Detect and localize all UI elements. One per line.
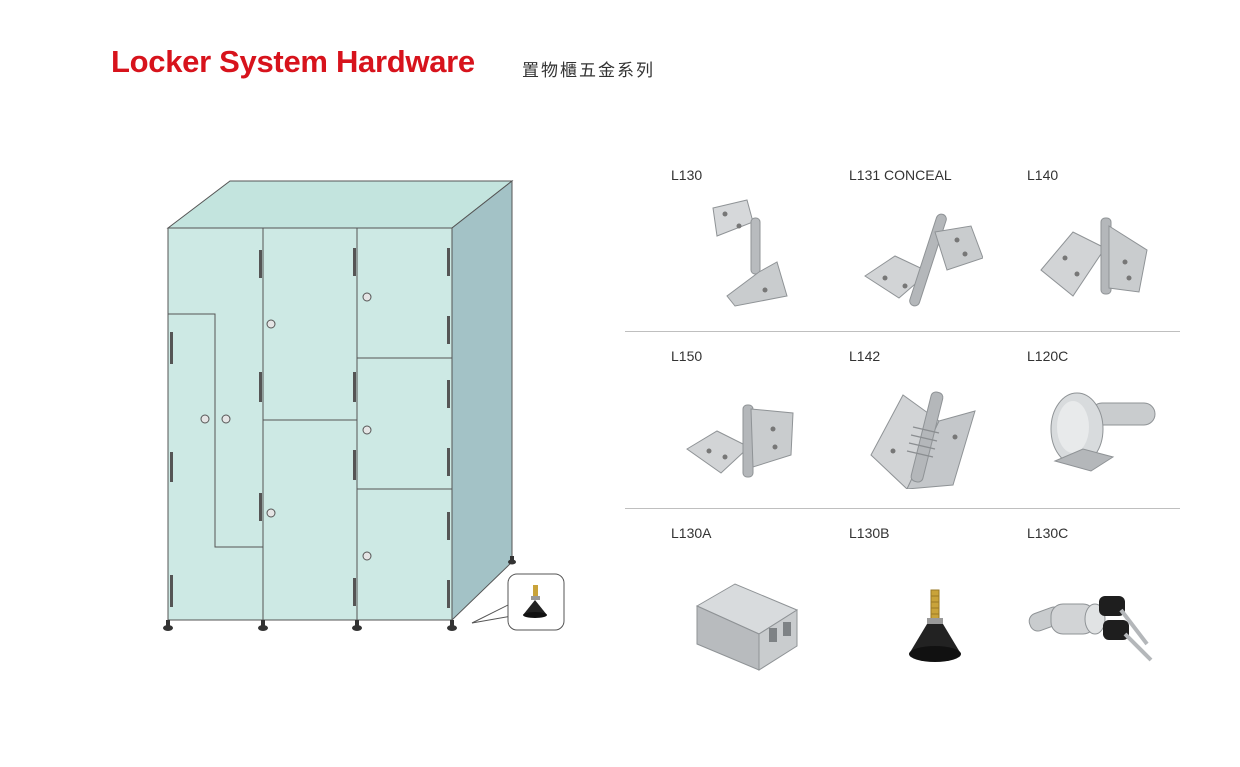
aluminium-profile-icon <box>695 583 799 671</box>
product-code: L131 CONCEAL <box>849 167 952 183</box>
page-subtitle-chinese: 置物櫃五金系列 <box>522 61 655 80</box>
locker-side <box>451 179 513 622</box>
product-code: L140 <box>1027 167 1059 183</box>
spring-hinge-icon <box>870 391 976 489</box>
product-item-l142: L142 <box>803 341 981 511</box>
cam-lock-icon <box>1050 392 1156 472</box>
key-lock-icon <box>1028 596 1153 662</box>
product-item-l130: L130 <box>625 160 803 330</box>
door-hinges <box>170 248 450 608</box>
product-grid: L130 L131 CONCEAL L140 L150 <box>625 160 1180 680</box>
product-code: L130A <box>671 525 712 541</box>
product-item-l130a: L130A <box>625 518 803 688</box>
locker-cabinet-illustration <box>163 179 565 631</box>
door-locks <box>200 292 372 561</box>
adjustable-foot-icon <box>909 589 961 662</box>
product-item-l140: L140 <box>981 160 1159 330</box>
product-code: L130C <box>1027 525 1069 541</box>
product-item-l130b: L130B <box>803 518 981 688</box>
product-code: L142 <box>849 348 881 364</box>
cranked-hinge-icon <box>1040 217 1148 297</box>
locker-front <box>167 227 453 621</box>
locker-feet <box>163 556 516 631</box>
product-code: L150 <box>671 348 703 364</box>
product-item-l150: L150 <box>625 341 803 511</box>
concealed-hinge-icon <box>864 213 983 307</box>
product-code: L130 <box>671 167 703 183</box>
product-code: L130B <box>849 525 890 541</box>
product-item-l131-conceal: L131 CONCEAL <box>803 160 983 330</box>
page-title: Locker System Hardware <box>111 44 475 79</box>
foot-detail-callout <box>471 573 565 631</box>
lift-off-hinge-icon <box>686 404 794 478</box>
product-item-l120c: L120C <box>981 341 1159 511</box>
product-item-l130c: L130C <box>981 518 1159 688</box>
row-divider <box>625 331 1180 332</box>
product-code: L120C <box>1027 348 1069 364</box>
flag-hinge-icon <box>712 199 788 307</box>
row-divider <box>625 508 1180 509</box>
